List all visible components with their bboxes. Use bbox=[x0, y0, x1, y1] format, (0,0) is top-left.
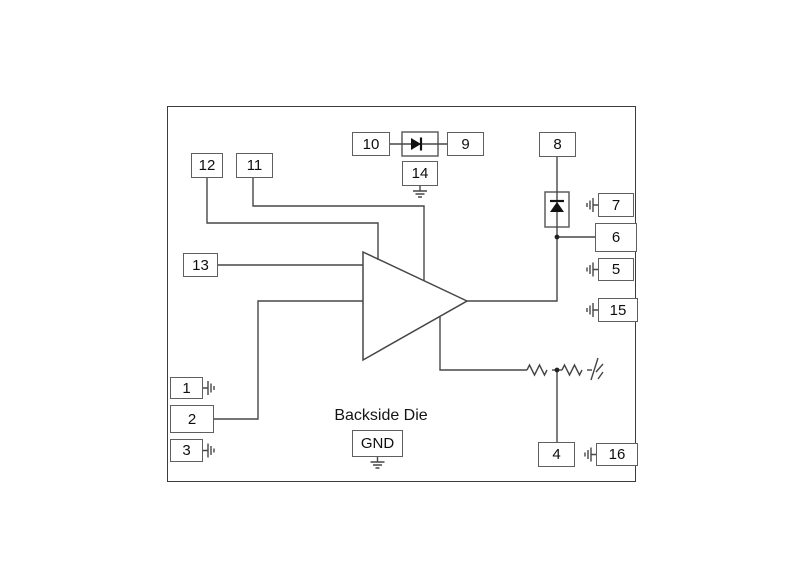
series-diode-anode bbox=[411, 138, 421, 150]
ground-icon-pin-1 bbox=[203, 381, 215, 395]
junction-dot-diode-pin6 bbox=[554, 234, 560, 240]
pin-box-7: 7 bbox=[598, 193, 634, 217]
pin-box-13: 13 bbox=[183, 253, 218, 277]
backside-die-label: Backside Die bbox=[334, 407, 428, 424]
ground-icon-pin-7 bbox=[586, 198, 598, 212]
pin-box-1: 1 bbox=[170, 377, 203, 399]
shunt-diode-anode bbox=[550, 202, 564, 212]
wire-pin12-to-amp bbox=[206, 178, 379, 260]
pin-box-2: 2 bbox=[170, 405, 214, 433]
resistor-icon-1 bbox=[526, 363, 548, 377]
pin-box-3: 3 bbox=[170, 439, 203, 462]
pin-box-6: 6 bbox=[595, 223, 637, 252]
amplifier-triangle bbox=[362, 250, 469, 362]
pin-box-14: 14 bbox=[402, 161, 438, 186]
pin-box-gnd: GND bbox=[352, 430, 403, 457]
wire-amp-output bbox=[467, 227, 558, 302]
ground-icon-pin-16 bbox=[584, 447, 596, 462]
wire-pin11-to-amp bbox=[252, 178, 425, 281]
ground-icon-pin-5 bbox=[586, 262, 598, 277]
pin-box-4: 4 bbox=[538, 442, 575, 467]
wire-pin2-to-amp bbox=[214, 300, 363, 420]
wire-amp-to-resistor bbox=[439, 317, 527, 371]
pin-box-16: 16 bbox=[596, 443, 638, 466]
ground-icon-pin-gnd bbox=[370, 457, 385, 469]
die-outline bbox=[167, 106, 636, 482]
pin-box-12: 12 bbox=[191, 153, 223, 178]
resistor-icon-2 bbox=[561, 363, 583, 377]
ground-icon-pin-3 bbox=[203, 443, 215, 458]
junction-dot-resistor-pin4 bbox=[554, 367, 560, 373]
pin-box-10: 10 bbox=[352, 132, 390, 156]
pin-box-11: 11 bbox=[236, 153, 273, 178]
ground-icon-pin-14 bbox=[413, 186, 427, 198]
series-diode-icon bbox=[411, 137, 423, 151]
pin-box-15: 15 bbox=[598, 298, 638, 322]
chassis-ground-icon bbox=[590, 357, 604, 381]
pin-box-5: 5 bbox=[598, 258, 634, 281]
pin-box-9: 9 bbox=[447, 132, 484, 156]
pin-box-8: 8 bbox=[539, 132, 576, 157]
shunt-diode-icon bbox=[550, 199, 564, 212]
ground-symbols bbox=[203, 186, 598, 469]
ground-icon-pin-15 bbox=[586, 303, 598, 317]
